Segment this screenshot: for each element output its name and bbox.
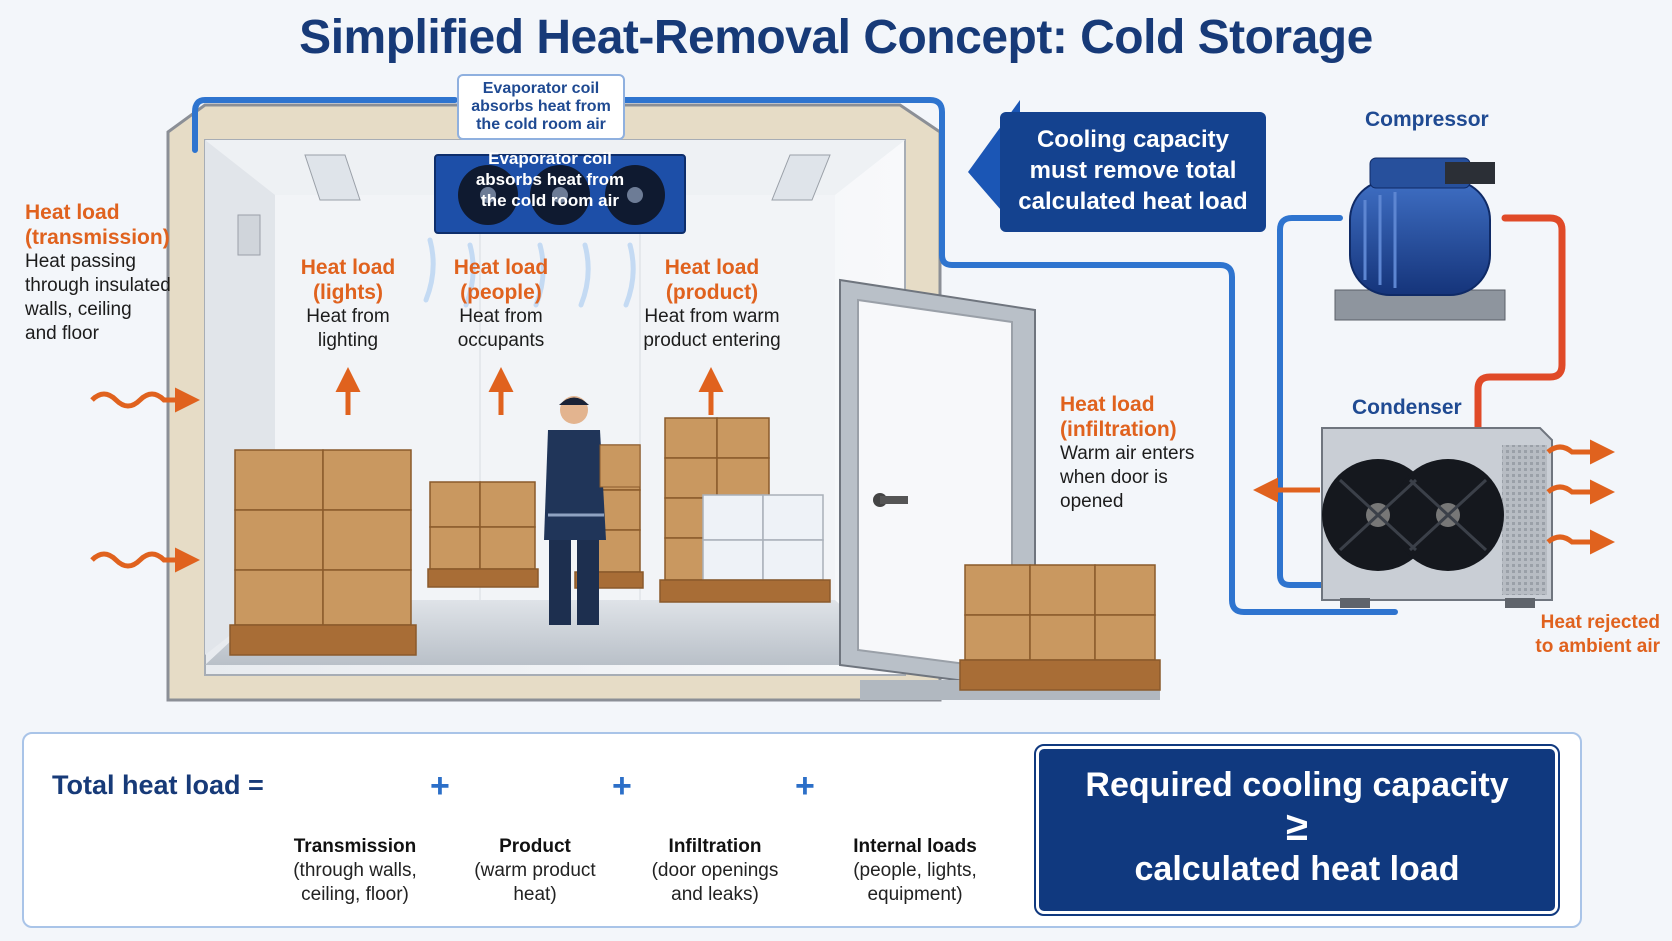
transmission-title-1: Heat load <box>25 201 120 224</box>
product-title-2: (product) <box>665 281 759 304</box>
refrigerant-piping <box>192 97 1566 615</box>
cooling-capacity-box: Cooling capacity must remove total calcu… <box>1000 112 1266 232</box>
required-line-1: Required cooling capacity <box>1085 766 1509 804</box>
term-infiltration-desc-1: (door openings <box>651 860 779 881</box>
evaporator-unit-line-2: absorbs heat from <box>475 170 625 189</box>
term-product-title: Product <box>499 836 571 857</box>
heat-load-lights: Heat load (lights) Heat from lighting <box>278 255 418 353</box>
capacity-line-2: must remove total <box>1029 157 1237 184</box>
term-infiltration-desc-2: and leaks) <box>671 884 759 905</box>
term-internal-loads-title: Internal loads <box>853 836 977 857</box>
required-symbol: ≥ <box>1286 805 1308 849</box>
people-desc-2: occupants <box>457 330 545 351</box>
term-transmission-desc-1: (through walls, <box>293 860 417 881</box>
heat-arrows <box>90 367 1615 573</box>
transmission-desc-4: and floor <box>25 323 99 344</box>
lights-title-1: Heat load <box>300 256 396 279</box>
people-desc-1: Heat from <box>459 306 543 327</box>
transmission-desc-2: through insulated <box>25 275 171 296</box>
evaporator-callout-line-2: absorbs heat from <box>471 98 611 115</box>
term-transmission-title: Transmission <box>293 836 417 857</box>
plus-sign-1: + <box>430 767 450 805</box>
evaporator-unit-line-3: the cold room air <box>481 191 619 210</box>
transmission-desc-1: Heat passing <box>25 251 136 272</box>
evaporator-unit-label: Evaporator coil absorbs heat from the co… <box>455 148 645 211</box>
evaporator-callout-line-3: the cold room air <box>476 116 606 133</box>
term-product-desc-1: (warm product <box>474 860 596 881</box>
evaporator-callout-line-1: Evaporator coil <box>482 80 600 97</box>
heat-rejected-line-1: Heat rejected <box>1540 612 1660 633</box>
lights-title-2: (lights) <box>313 281 383 304</box>
product-desc-1: Heat from warm <box>644 306 780 327</box>
term-transmission-desc-2: ceiling, floor) <box>301 884 409 905</box>
infiltration-title-2: (infiltration) <box>1060 418 1177 441</box>
term-product: Product (warm product heat) <box>455 835 615 907</box>
term-infiltration-title: Infiltration <box>668 836 762 857</box>
people-title-1: Heat load <box>453 256 549 279</box>
heat-load-people: Heat load (people) Heat from occupants <box>431 255 571 353</box>
term-internal-loads-desc-2: equipment) <box>867 884 963 905</box>
term-internal-loads-desc-1: (people, lights, <box>853 860 977 881</box>
evaporator-callout: Evaporator coil absorbs heat from the co… <box>457 74 625 140</box>
lights-desc-2: lighting <box>317 330 379 351</box>
compressor <box>1334 157 1506 321</box>
term-infiltration: Infiltration (door openings and leaks) <box>635 835 795 907</box>
evaporator-unit <box>423 154 686 308</box>
heat-rejected-label: Heat rejected to ambient air <box>1500 611 1660 659</box>
condenser-label: Condenser <box>1352 396 1462 419</box>
infiltration-desc-2: when door is <box>1060 467 1168 488</box>
worker-figure <box>544 396 641 625</box>
lights-desc-1: Heat from <box>306 306 390 327</box>
term-internal-loads: Internal loads (people, lights, equipmen… <box>835 835 995 907</box>
plus-sign-3: + <box>795 767 815 805</box>
heat-load-infiltration: Heat load (infiltration) Warm air enters… <box>1060 392 1230 514</box>
transmission-title-2: (transmission) <box>25 226 170 249</box>
heat-load-product: Heat load (product) Heat from warm produ… <box>626 255 798 353</box>
transmission-desc-3: walls, ceiling <box>25 299 132 320</box>
heat-load-transmission: Heat load (transmission) Heat passing th… <box>25 200 195 346</box>
compressor-label: Compressor <box>1365 108 1489 131</box>
plus-sign-2: + <box>612 767 632 805</box>
term-product-desc-2: heat) <box>513 884 557 905</box>
total-heat-load-label: Total heat load = <box>52 770 264 800</box>
required-line-2: calculated heat load <box>1134 850 1460 888</box>
heat-rejected-line-2: to ambient air <box>1535 636 1660 657</box>
people-title-2: (people) <box>460 281 542 304</box>
infiltration-desc-1: Warm air enters <box>1060 443 1195 464</box>
evaporator-unit-line-1: Evaporator coil <box>488 149 612 168</box>
product-desc-2: product entering <box>643 330 781 351</box>
infiltration-desc-3: opened <box>1060 491 1124 512</box>
infiltration-title-1: Heat load <box>1060 393 1155 416</box>
capacity-line-3: calculated heat load <box>1018 188 1248 215</box>
page-title: Simplified Heat-Removal Concept: Cold St… <box>299 11 1373 64</box>
term-transmission: Transmission (through walls, ceiling, fl… <box>275 835 435 907</box>
capacity-line-1: Cooling capacity <box>1036 126 1230 153</box>
product-title-1: Heat load <box>664 256 760 279</box>
condenser <box>1321 427 1553 608</box>
required-capacity-box: Required cooling capacity ≥ calculated h… <box>1034 744 1560 916</box>
